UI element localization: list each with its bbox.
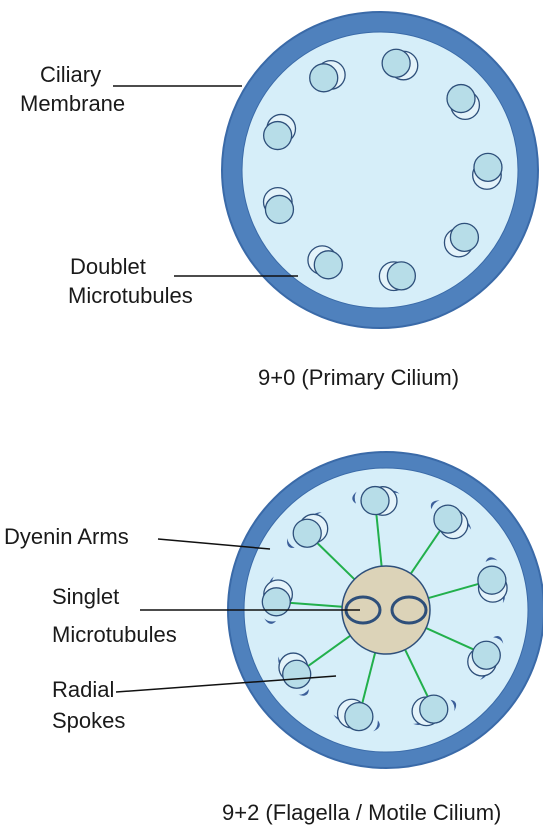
singlet-microtubules-label-line2: Microtubules bbox=[52, 622, 177, 647]
primary-doublet-3 bbox=[473, 153, 502, 189]
doublet-microtubules-label-line1: Doublet bbox=[70, 254, 146, 279]
primary-a-tubule bbox=[264, 122, 292, 150]
primary-cilium-caption: 9+0 (Primary Cilium) bbox=[258, 365, 459, 390]
doublet-microtubules-label-line2: Microtubules bbox=[68, 283, 193, 308]
primary-a-tubule bbox=[474, 153, 502, 181]
radial-spokes-label-line2: Spokes bbox=[52, 708, 125, 733]
ciliary-membrane-label-line1: Ciliary bbox=[40, 62, 101, 87]
primary-doublet-7 bbox=[264, 188, 294, 224]
primary-a-tubule bbox=[265, 195, 293, 223]
motile-a-tubule bbox=[361, 487, 389, 515]
primary-a-tubule bbox=[450, 223, 478, 251]
primary-a-tubule bbox=[314, 251, 342, 279]
motile-a-tubule bbox=[434, 505, 462, 533]
motile-a-tubule bbox=[293, 519, 321, 547]
primary-a-tubule bbox=[310, 64, 338, 92]
motile-a-tubule bbox=[262, 588, 290, 616]
motile-a-tubule bbox=[283, 660, 311, 688]
primary-doublet-5 bbox=[379, 262, 415, 291]
ciliary-membrane-label-line2: Membrane bbox=[20, 91, 125, 116]
primary-a-tubule bbox=[447, 85, 475, 113]
primary-a-tubule bbox=[387, 262, 415, 290]
motile-a-tubule bbox=[472, 641, 500, 669]
primary-cilium-cross-section bbox=[222, 12, 538, 328]
motile-a-tubule bbox=[345, 703, 373, 731]
primary-a-tubule bbox=[382, 49, 410, 77]
singlet-microtubules-label-line1: Singlet bbox=[52, 584, 119, 609]
radial-spokes-label-line1: Radial bbox=[52, 677, 114, 702]
motile-a-tubule bbox=[478, 566, 506, 594]
motile-cilium-caption: 9+2 (Flagella / Motile Cilium) bbox=[222, 800, 501, 825]
singlet-microtubule-right bbox=[392, 597, 426, 623]
dynein-arms-label: Dyenin Arms bbox=[4, 524, 129, 549]
motile-a-tubule bbox=[420, 695, 448, 723]
